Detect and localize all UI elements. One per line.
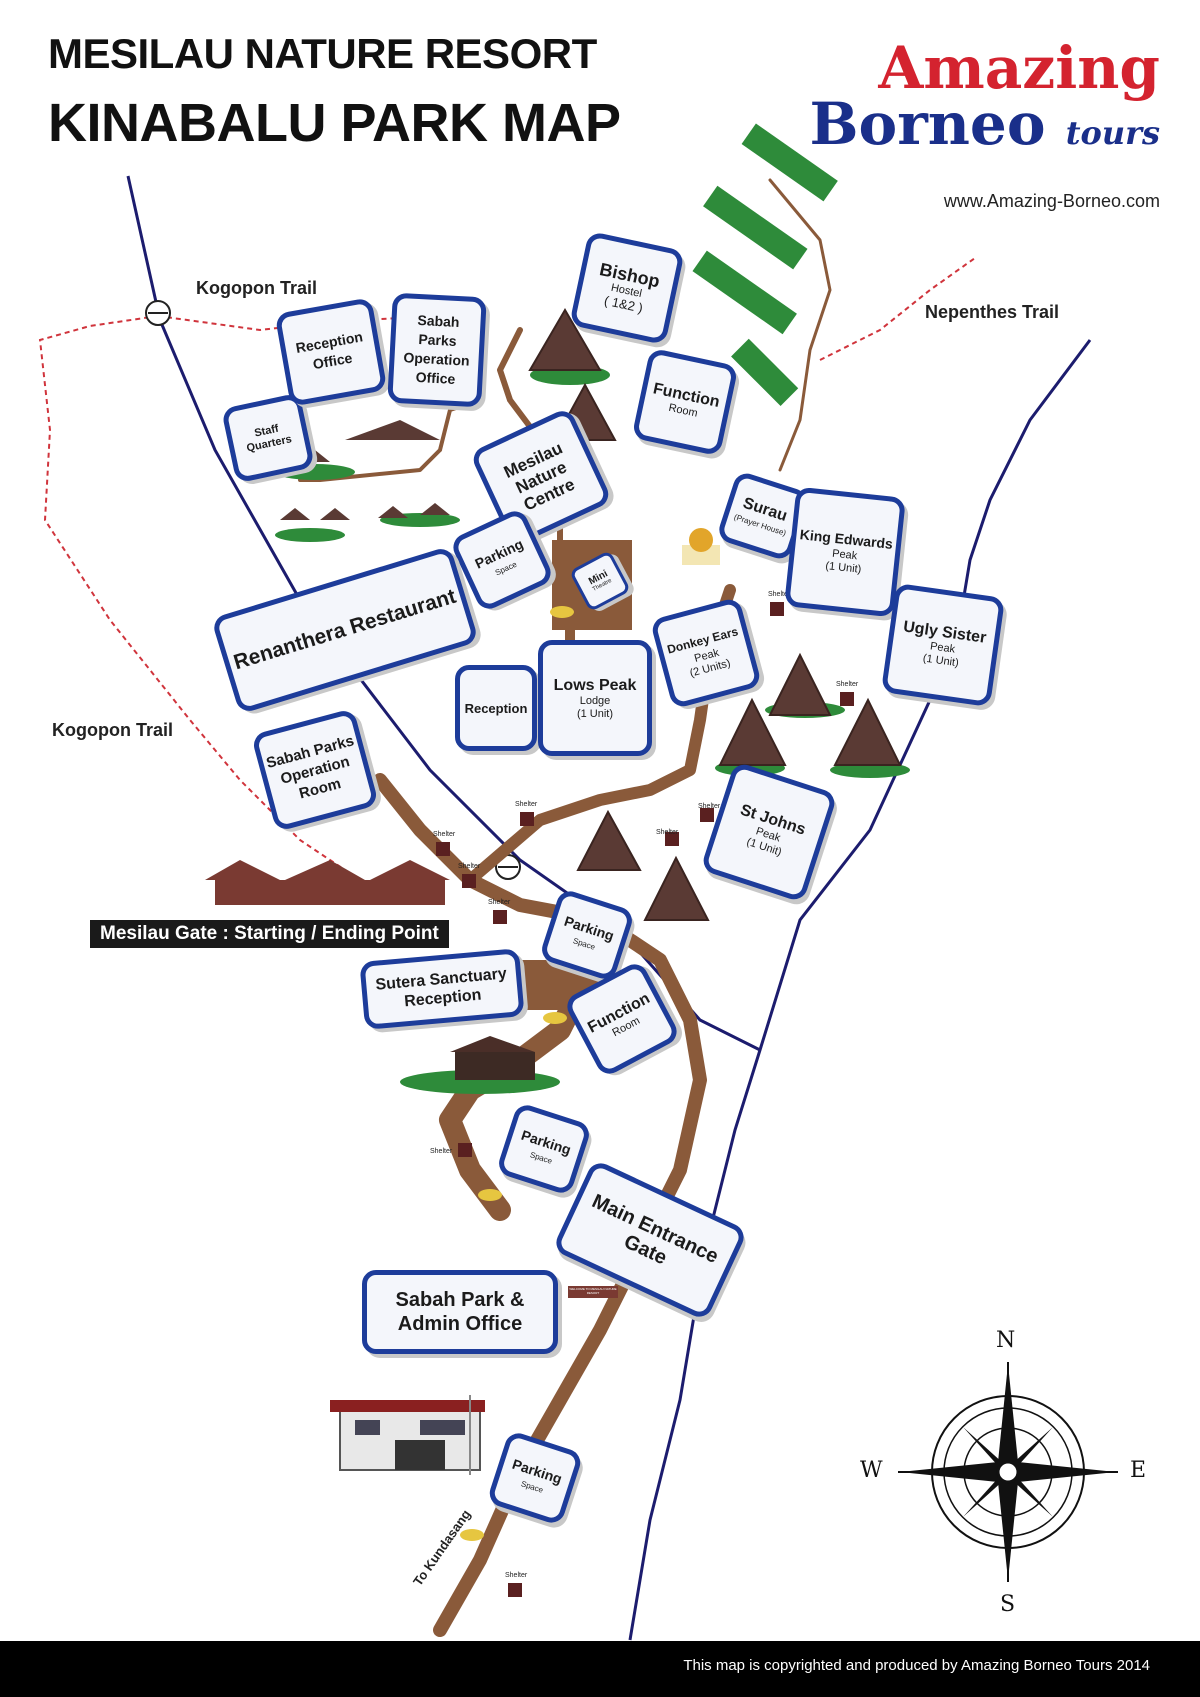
grass-staff-2	[275, 528, 345, 542]
road-northeast	[768, 178, 832, 472]
compass-south-label: S	[1000, 1592, 1016, 1617]
grass-strip-ne-3	[692, 250, 797, 335]
shelter-9: Shelter	[430, 1143, 472, 1157]
brand-url[interactable]: www.Amazing-Borneo.com	[943, 191, 1160, 211]
callout-staff-quarters[interactable]: Staff Quarters	[220, 392, 316, 484]
shelter-3: Shelter	[515, 801, 538, 826]
footer-bar: This map is copyrighted and produced by …	[0, 1641, 1200, 1697]
grass-strip-ne-1	[741, 123, 838, 202]
mesilau-gate-banner: Mesilau Gate : Starting / Ending Point	[90, 920, 449, 948]
chalet-king-edwards	[768, 652, 832, 716]
shelter-8: Shelter	[698, 803, 721, 822]
svg-text:Shelter: Shelter	[458, 863, 481, 870]
callout-lows-peak-lodge[interactable]: Lows Peak Lodge (1 Unit)	[538, 640, 652, 756]
surau-building	[682, 528, 720, 565]
callout-sabah-parks-operation-office[interactable]: Sabah Parks Operation Office	[387, 292, 487, 408]
map-title-line1: MESILAU NATURE RESORT	[48, 30, 597, 77]
shelter-4: Shelter	[433, 831, 456, 856]
callout-reception[interactable]: Reception	[455, 665, 537, 751]
chalet-bishop	[528, 308, 602, 371]
admin-office-building	[330, 1395, 485, 1475]
shelters: Shelter Shelter Shelter Shelter Shelter …	[430, 591, 859, 1597]
nepenthes-trail-label: Nepenthes Trail	[925, 302, 1060, 322]
svg-text:Shelter: Shelter	[698, 803, 721, 810]
callout-sabah-park-admin-office[interactable]: Sabah Park & Admin Office	[362, 1270, 558, 1354]
gate-buildings	[205, 860, 450, 905]
brand-name: Amazing Borneo tours	[809, 39, 1161, 161]
svg-text:Shelter: Shelter	[656, 829, 679, 836]
map-title-line2: KINABALU PARK MAP	[48, 93, 621, 153]
grass-strip-ne-4	[731, 338, 799, 406]
svg-text:Shelter: Shelter	[836, 681, 859, 688]
chalet-ugly-sister	[833, 697, 902, 766]
chalet-lows	[576, 809, 642, 871]
callout-sutera-sanctuary-reception[interactable]: Sutera Sanctuary Reception	[359, 948, 525, 1030]
shelter-1: Shelter	[768, 591, 791, 616]
callout-bishop-hostel[interactable]: Bishop Hostel ( 1&2 )	[569, 230, 685, 346]
shelter-2: Shelter	[836, 681, 859, 706]
shelter-7: Shelter	[656, 829, 679, 846]
sutera-house	[450, 1036, 535, 1080]
brand-name-part2: Borneo	[809, 90, 1046, 158]
kogopon-trail-label-top: Kogopon Trail	[196, 278, 317, 298]
welcome-sign-text: WELCOME TO MESILAU NATURE RESORT	[569, 1287, 617, 1295]
chalet-donkey	[718, 697, 787, 766]
svg-text:Shelter: Shelter	[768, 591, 791, 598]
compass-rose	[898, 1362, 1118, 1582]
shelter-6: Shelter	[488, 899, 511, 924]
callout-king-edwards[interactable]: King Edwards Peak (1 Unit)	[784, 486, 906, 618]
chalet-st-johns	[643, 855, 710, 921]
compass-north-label: N	[996, 1328, 1016, 1353]
svg-text:Shelter: Shelter	[488, 899, 511, 906]
boundary-line-right	[628, 339, 1092, 1641]
brand-name-part3: tours	[1065, 114, 1160, 152]
grass-strip-ne-2	[703, 185, 808, 270]
compass-west-label: W	[860, 1458, 883, 1483]
svg-text:Shelter: Shelter	[430, 1148, 453, 1155]
kogopon-trail-label-left: Kogopon Trail	[52, 720, 173, 740]
cars	[460, 606, 574, 1541]
svg-text:Shelter: Shelter	[505, 1572, 528, 1579]
copyright-text: This map is copyrighted and produced by …	[683, 1657, 1150, 1674]
svg-text:Shelter: Shelter	[515, 801, 538, 808]
compass-east-label: E	[1130, 1458, 1147, 1483]
callout-function-room-top[interactable]: Function Room	[631, 347, 739, 457]
callout-ugly-sister[interactable]: Ugly Sister Peak (1 Unit)	[880, 582, 1006, 708]
shelter-5: Shelter	[458, 863, 481, 888]
callout-reception-office[interactable]: Reception Office	[274, 297, 388, 407]
svg-text:Shelter: Shelter	[433, 831, 456, 838]
brand-name-part1: Amazing	[878, 34, 1160, 102]
welcome-sign-board	[568, 1286, 618, 1298]
shelter-10: Shelter	[505, 1572, 528, 1597]
brand-logo: Amazing Borneo tours www.Amazing-Borneo.…	[809, 39, 1161, 212]
nepenthes-trail-path	[819, 257, 976, 361]
